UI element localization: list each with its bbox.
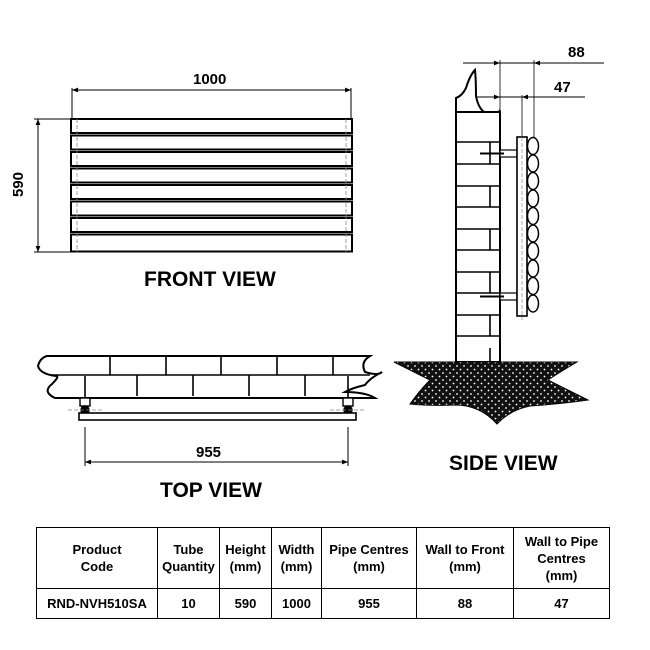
header-pipe-centres: Pipe Centres (mm) <box>321 527 417 589</box>
header-wall-to-front: Wall to Front (mm) <box>416 527 514 589</box>
cell-wall-to-pipe-centres: 47 <box>513 588 610 619</box>
front-height-dimension: 590 <box>10 171 28 198</box>
specification-table: Product Code Tube Quantity Height (mm) W… <box>36 527 610 619</box>
table-header-row: Product Code Tube Quantity Height (mm) W… <box>36 527 610 589</box>
header-height: Height (mm) <box>219 527 272 589</box>
technical-drawing <box>34 60 604 466</box>
wall-to-pipe-dimension: 47 <box>554 79 571 96</box>
cell-pipe-centres: 955 <box>321 588 417 619</box>
cell-tube-quantity: 10 <box>157 588 220 619</box>
top-view-drawing <box>36 355 383 466</box>
header-product-code: Product Code <box>36 527 158 589</box>
cell-height: 590 <box>219 588 272 619</box>
front-view-drawing <box>34 87 353 253</box>
side-view-drawing <box>393 60 604 425</box>
side-view-title: SIDE VIEW <box>449 452 558 475</box>
pipe-centres-dimension: 955 <box>196 444 222 461</box>
header-wall-to-pipe-centres: Wall to Pipe Centres (mm) <box>513 527 610 589</box>
header-tube-quantity: Tube Quantity <box>157 527 220 589</box>
cell-wall-to-front: 88 <box>416 588 514 619</box>
front-view-title: FRONT VIEW <box>144 268 276 291</box>
cell-product-code: RND-NVH510SA <box>36 588 158 619</box>
table-row: RND-NVH510SA 10 590 1000 955 88 47 <box>36 588 610 619</box>
top-view-title: TOP VIEW <box>160 479 262 502</box>
wall-to-front-dimension: 88 <box>568 44 585 61</box>
front-width-dimension: 1000 <box>193 71 227 88</box>
header-width: Width (mm) <box>271 527 322 589</box>
cell-width: 1000 <box>271 588 322 619</box>
